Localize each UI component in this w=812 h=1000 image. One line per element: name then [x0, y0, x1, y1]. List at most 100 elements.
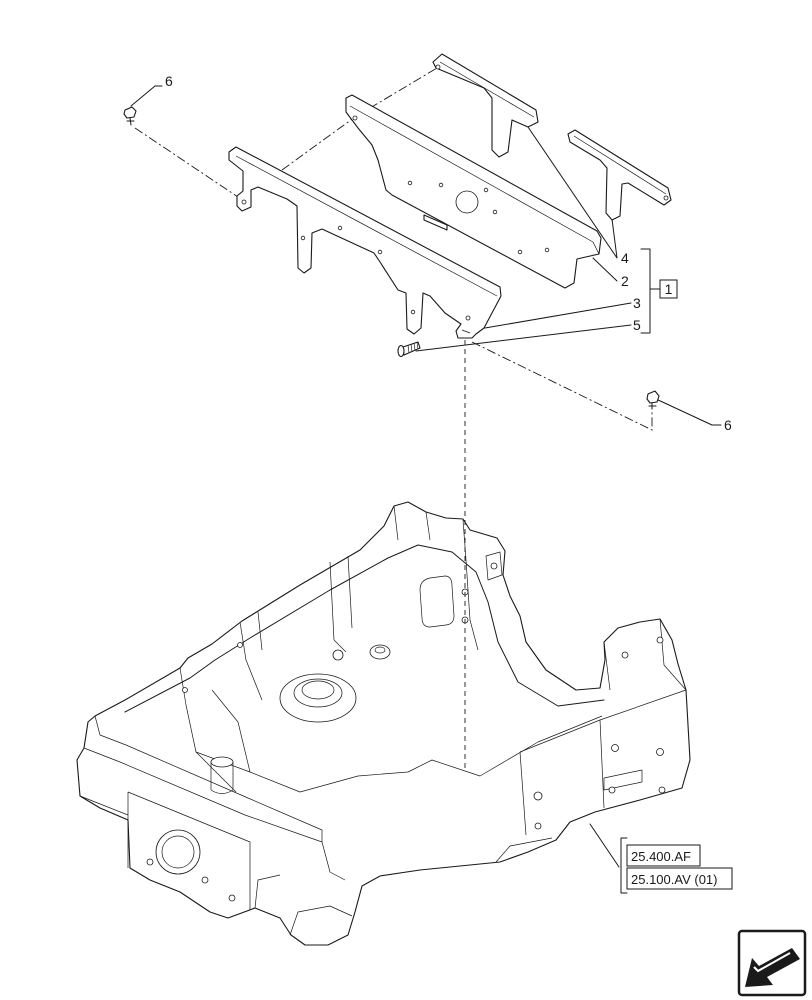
frame-hole	[658, 786, 666, 794]
frame-hole	[656, 636, 664, 644]
reference-group: 25.400.AF 25.100.AV (01)	[589, 823, 733, 894]
frame-hole	[621, 651, 629, 659]
bolt-head	[397, 344, 405, 358]
navigation-arrow-icon[interactable]	[737, 929, 807, 997]
callout-6-upper-left[interactable]: 6	[165, 73, 173, 89]
reference-box[interactable]	[626, 844, 701, 867]
frame-hole	[374, 646, 386, 654]
frame-left-plate	[127, 791, 251, 910]
part-2-hole	[517, 249, 523, 255]
assembly-bracket: 1	[640, 248, 678, 334]
frame-post-top	[210, 756, 234, 768]
frame-front-beam	[79, 715, 346, 881]
part-3-bracket	[228, 146, 502, 339]
part-2-hole	[438, 182, 444, 188]
reference-link-1[interactable]: 25.400.AF	[626, 844, 701, 867]
reference-box[interactable]	[626, 867, 733, 890]
part-2-outline	[345, 94, 602, 289]
callout-4[interactable]: 4	[621, 250, 629, 266]
frame-hole	[146, 858, 154, 866]
frame-hole	[182, 687, 188, 693]
part-2-hole	[483, 187, 489, 193]
frame-post	[210, 762, 234, 790]
part-4-left-fold	[439, 61, 535, 118]
part-2-tab	[423, 214, 448, 231]
frame-hole	[228, 894, 236, 902]
frame-post-base	[210, 789, 234, 794]
bolt-head	[646, 390, 660, 404]
part-2-hole	[492, 209, 498, 215]
reference-text[interactable]: 25.100.AV (01)	[631, 872, 717, 887]
part-2-hole	[407, 180, 413, 186]
bolt-5	[397, 341, 421, 358]
reference-link-2[interactable]: 25.100.AV (01)	[626, 867, 733, 890]
frame-boss-bore	[301, 680, 335, 700]
part-4-left-outline	[432, 53, 539, 158]
part-4-hole	[663, 195, 669, 201]
leader-line-2	[592, 257, 618, 282]
frame-right-arm	[519, 618, 687, 836]
alignment-lines	[134, 67, 653, 770]
leader-line-6-right	[655, 398, 722, 426]
frame-hole	[201, 876, 209, 884]
part-3-hole	[377, 249, 383, 255]
reference-text[interactable]: 25.400.AF	[631, 849, 691, 864]
part-4-left-strip	[432, 53, 539, 158]
part-2-plate	[345, 94, 602, 289]
alignment-line	[471, 341, 653, 431]
frame-boss-middle	[293, 678, 343, 708]
bolt-6-upper-left	[123, 106, 137, 126]
part-3-hole	[410, 309, 416, 315]
navigation-arrow-highlight	[753, 952, 791, 973]
callout-5[interactable]: 5	[633, 317, 641, 333]
assembly-box	[659, 279, 678, 299]
frame-hole	[490, 562, 498, 570]
navigation-arrow-shape[interactable]	[745, 948, 800, 987]
alignment-line	[281, 116, 356, 171]
frame-hole	[608, 786, 616, 794]
frame-plate-hole-inner	[161, 835, 195, 869]
frame-casting	[76, 501, 691, 946]
callout-assembly-1[interactable]: 1	[665, 281, 673, 297]
frame-hole	[533, 791, 543, 801]
reference-bracket	[620, 837, 628, 894]
frame-outline	[76, 501, 691, 946]
part-2-center-hole	[455, 190, 479, 214]
frame-hole	[369, 644, 391, 660]
callout-2[interactable]: 2	[621, 273, 629, 289]
part-2-hole	[544, 247, 550, 253]
part-3-hole	[337, 225, 343, 231]
leader-line-4	[527, 126, 618, 259]
frame-arm-slot	[603, 769, 643, 791]
bolt-shank	[126, 117, 135, 126]
callout-6-right[interactable]: 6	[724, 417, 732, 433]
part-2-ledge	[349, 105, 600, 255]
bolt-thread	[407, 341, 419, 354]
frame-hole	[656, 748, 664, 756]
part-3-foot-slot	[461, 329, 471, 334]
bolt-6-right	[646, 390, 660, 410]
callout-3[interactable]: 3	[633, 295, 641, 311]
alignment-line	[134, 127, 239, 198]
frame-ribs	[239, 505, 431, 701]
assembly-bracket-line	[640, 248, 661, 334]
part-4-hole	[435, 64, 441, 70]
frame-boss-outer	[279, 673, 357, 723]
leader-line-3	[484, 302, 632, 329]
part-4-right-fold	[573, 135, 667, 195]
part-3-hole	[241, 199, 247, 205]
frame-bottom-features	[254, 837, 553, 936]
part-3-fold	[235, 155, 498, 297]
leader-lines	[130, 85, 722, 426]
leader-line-5	[415, 324, 632, 352]
frame-inner-floor	[211, 689, 603, 793]
frame-hole	[332, 649, 344, 661]
bolt-head	[123, 106, 137, 119]
bolt-shank	[648, 402, 657, 410]
leader-line-6-upper-left	[130, 85, 163, 107]
part-2-hole	[352, 115, 358, 121]
part-3-hole	[465, 315, 471, 321]
part-3-outline	[228, 146, 502, 339]
frame-upright-cavity	[419, 575, 455, 628]
